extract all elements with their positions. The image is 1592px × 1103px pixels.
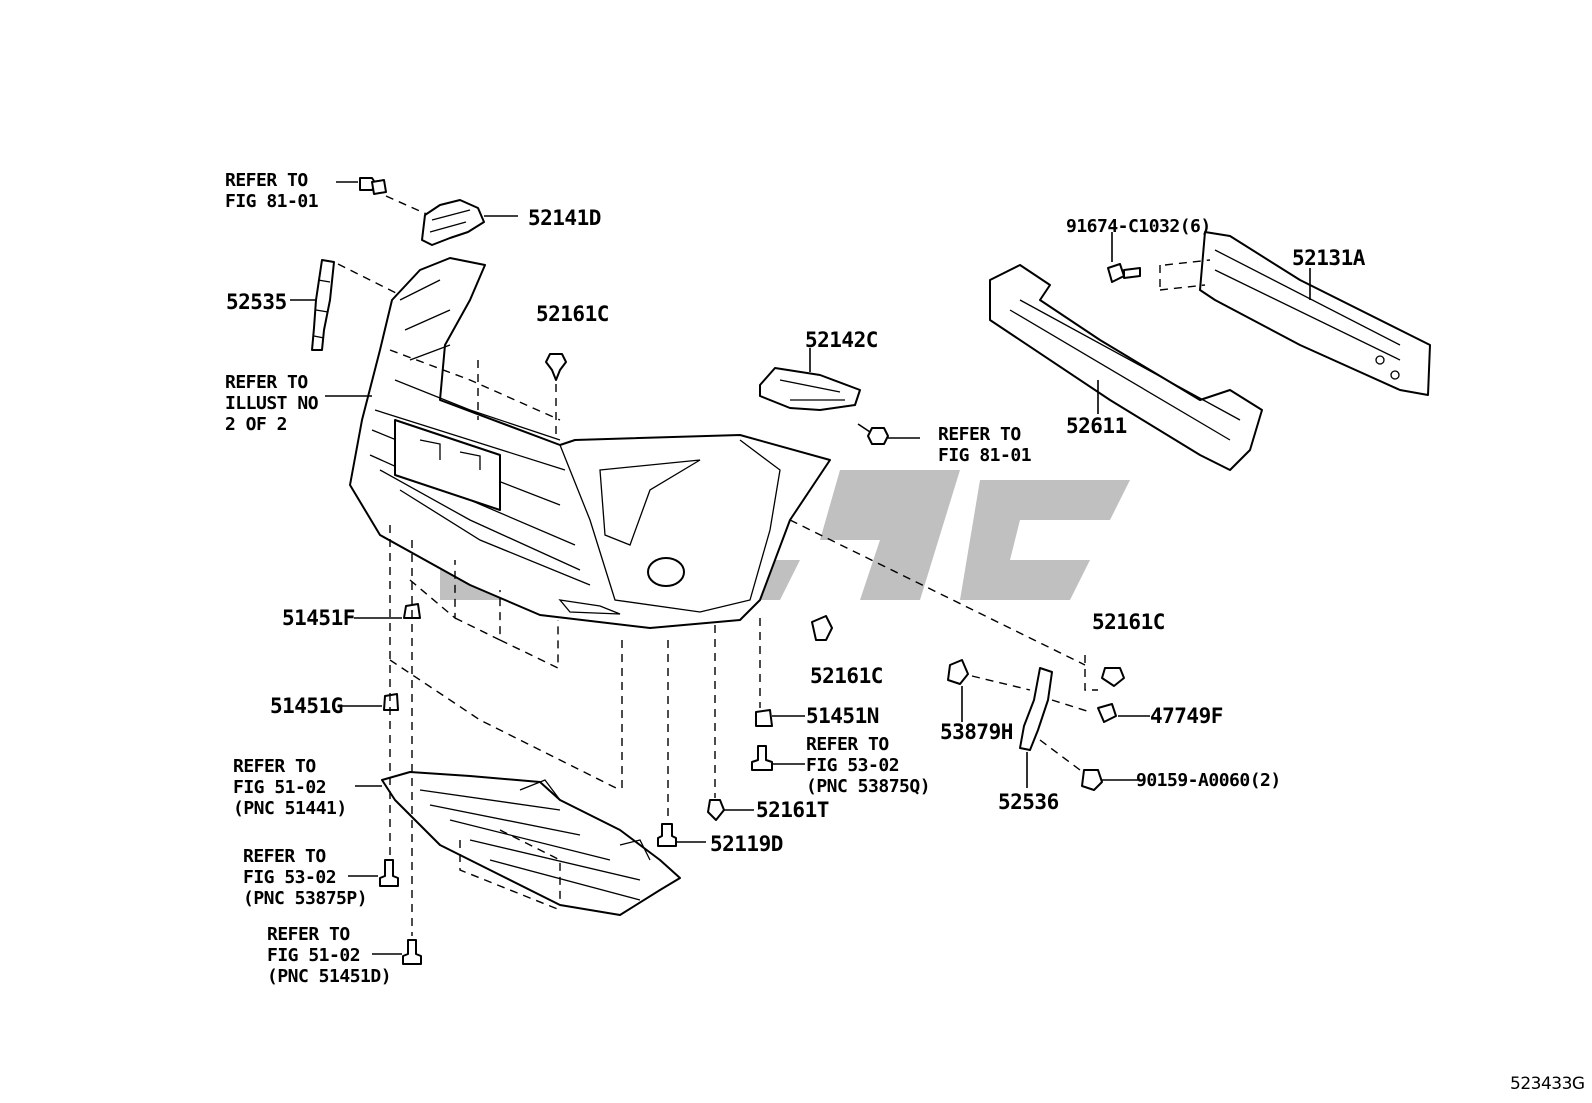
- callout-refer-fig51-d: REFER TO FIG 51-02 (PNC 51451D): [267, 924, 392, 987]
- bolt-52119D: [657, 823, 677, 847]
- callout-52535: 52535: [226, 290, 287, 314]
- clip-52161C-top: [545, 353, 567, 381]
- bolt-90159: [1081, 769, 1103, 791]
- clip-52161C-right: [1101, 667, 1125, 687]
- callout-52131A: 52131A: [1292, 246, 1365, 270]
- bolt-fig53-p: [379, 859, 399, 887]
- callout-51451G: 51451G: [270, 694, 343, 718]
- bolt-fig81-mid: [857, 423, 889, 445]
- callout-52536: 52536: [998, 790, 1059, 814]
- bolt-fig81-top: [359, 177, 387, 195]
- callout-52142C: 52142C: [805, 328, 878, 352]
- front-bumper-cover: [349, 257, 831, 629]
- bolt-fig51-d: [402, 939, 422, 965]
- callout-91674-C1032: 91674-C1032(6): [1066, 216, 1211, 237]
- bolt-fig53-q: [751, 745, 773, 771]
- callout-47749F: 47749F: [1150, 704, 1223, 728]
- callout-51451N: 51451N: [806, 704, 879, 728]
- callout-51451F: 51451F: [282, 606, 355, 630]
- reinforcement-52131A: [1199, 231, 1431, 396]
- callout-52161T: 52161T: [756, 798, 829, 822]
- clip-47749F: [1097, 703, 1117, 723]
- bracket-52141D: [421, 199, 485, 246]
- callout-52161C-top: 52161C: [536, 302, 609, 326]
- absorber-52611: [989, 264, 1263, 471]
- engine-under-cover: [381, 771, 681, 916]
- callout-53879H: 53879H: [940, 720, 1013, 744]
- clip-52161C-mid: [811, 615, 833, 641]
- clip-51451N: [755, 709, 773, 727]
- diagram-id: 523433G: [1510, 1074, 1585, 1094]
- callout-52611: 52611: [1066, 414, 1127, 438]
- clip-52161T: [707, 799, 725, 821]
- callout-refer-illust: REFER TO ILLUST NO 2 OF 2: [225, 372, 319, 435]
- bracket-52535: [311, 259, 335, 351]
- callout-refer-fig53-p: REFER TO FIG 53-02 (PNC 53875P): [243, 846, 368, 909]
- bracket-52536: [1019, 667, 1053, 751]
- callout-refer-fig51-441: REFER TO FIG 51-02 (PNC 51441): [233, 756, 347, 819]
- bracket-53879H: [947, 659, 969, 685]
- bracket-52142C: [759, 367, 861, 411]
- bolt-91674: [1107, 263, 1141, 283]
- callout-refer-fig81-top: REFER TO FIG 81-01: [225, 170, 319, 212]
- callout-refer-fig53-q: REFER TO FIG 53-02 (PNC 53875Q): [806, 734, 931, 797]
- clip-51451G: [383, 693, 399, 711]
- callout-52141D: 52141D: [528, 206, 601, 230]
- callout-refer-fig81-mid: REFER TO FIG 81-01: [938, 424, 1032, 466]
- callout-52119D: 52119D: [710, 832, 783, 856]
- callout-52161C-right: 52161C: [1092, 610, 1165, 634]
- callout-90159-A0060: 90159-A0060(2): [1136, 770, 1281, 791]
- callout-52161C-mid: 52161C: [810, 664, 883, 688]
